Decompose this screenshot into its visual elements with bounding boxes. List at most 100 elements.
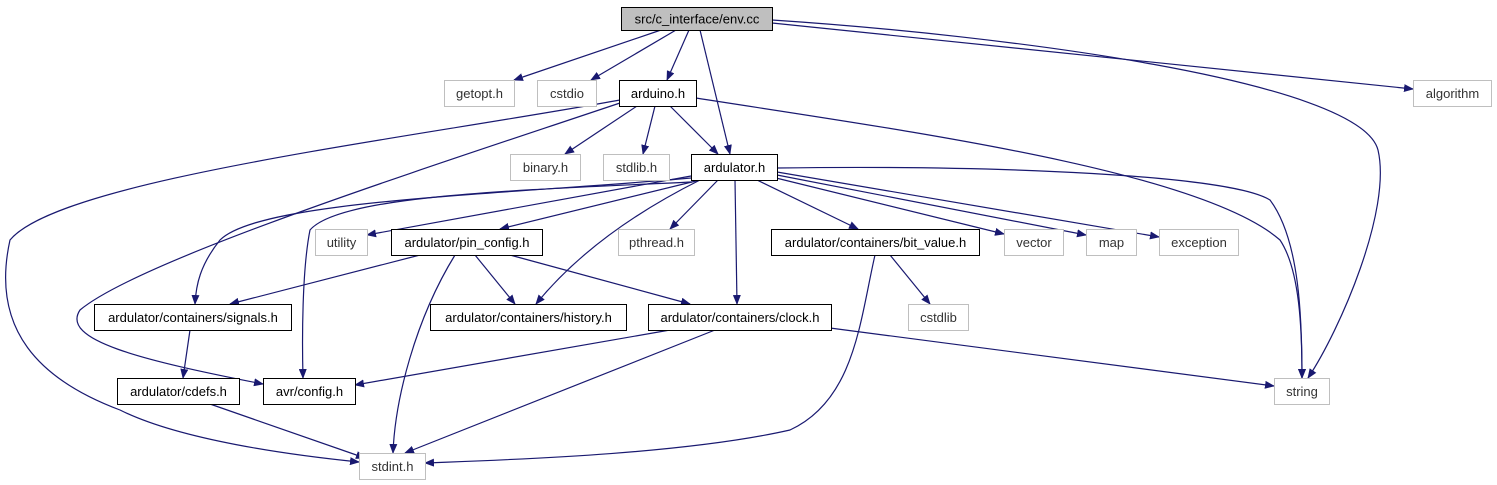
edge-signals-to-cdefs	[180, 329, 191, 379]
edge-arduino-to-string	[695, 97, 1306, 379]
node-history[interactable]: ardulator/containers/history.h	[430, 304, 627, 331]
node-box-cstdio	[537, 80, 597, 107]
node-label-getopt: getopt.h	[456, 86, 503, 101]
edge-ardulator-to-pinconfig	[499, 179, 701, 231]
node-box-utility	[315, 229, 368, 256]
node-label-env: src/c_interface/env.cc	[635, 12, 760, 27]
edge-env-to-string	[771, 19, 1381, 379]
node-stdlib: stdlib.h	[603, 154, 670, 181]
node-cdefs[interactable]: ardulator/cdefs.h	[117, 378, 240, 405]
edge-pinconfig-to-history	[474, 254, 516, 305]
edge-bitvalue-to-stdint	[424, 254, 876, 467]
node-box-env	[621, 7, 773, 31]
node-label-pinconfig: ardulator/pin_config.h	[404, 235, 529, 250]
node-label-map: map	[1099, 235, 1124, 250]
edge-env-to-cstdio	[590, 29, 677, 81]
node-box-pinconfig	[391, 229, 543, 256]
node-ardulator[interactable]: ardulator.h	[691, 154, 778, 181]
node-signals[interactable]: ardulator/containers/signals.h	[94, 304, 292, 331]
node-clock[interactable]: ardulator/containers/clock.h	[648, 304, 832, 331]
edge-ardulator-to-utility	[366, 175, 692, 238]
node-label-arduino: arduino.h	[631, 86, 685, 101]
edge-ardulator-to-bitvalue	[756, 179, 859, 230]
node-label-avrconfig: avr/config.h	[276, 384, 343, 399]
node-box-bitvalue	[771, 229, 980, 256]
edge-ardulator-to-pthread	[669, 179, 719, 230]
node-label-string: string	[1286, 384, 1318, 399]
node-cstdio: cstdio	[537, 80, 597, 107]
edges-layer	[5, 19, 1414, 467]
node-box-cdefs	[117, 378, 240, 405]
node-box-arduino	[619, 80, 697, 107]
node-box-exception	[1159, 229, 1239, 256]
node-box-ardulator	[691, 154, 778, 181]
node-utility: utility	[315, 229, 368, 256]
node-arduino[interactable]: arduino.h	[619, 80, 697, 107]
node-exception: exception	[1159, 229, 1239, 256]
edge-env-to-ardulator	[699, 29, 732, 155]
node-label-ardulator: ardulator.h	[704, 160, 765, 175]
node-label-binary: binary.h	[523, 160, 568, 175]
edge-arduino-to-avrconfig	[76, 102, 621, 387]
node-box-getopt	[444, 80, 515, 107]
edge-arduino-to-binary	[564, 105, 638, 155]
node-box-algorithm	[1413, 80, 1492, 107]
edge-pinconfig-to-signals	[229, 254, 421, 306]
node-label-clock: ardulator/containers/clock.h	[661, 310, 820, 325]
node-label-algorithm: algorithm	[1426, 86, 1479, 101]
node-label-signals: ardulator/containers/signals.h	[108, 310, 278, 325]
node-box-avrconfig	[263, 378, 356, 405]
node-pinconfig[interactable]: ardulator/pin_config.h	[391, 229, 543, 256]
node-label-stdint: stdint.h	[372, 459, 414, 474]
edge-arduino-to-stdint	[5, 99, 621, 466]
node-label-cdefs: ardulator/cdefs.h	[130, 384, 227, 399]
node-label-stdlib: stdlib.h	[616, 160, 657, 175]
node-box-string	[1274, 378, 1330, 405]
edge-arduino-to-ardulator	[669, 105, 719, 155]
node-getopt: getopt.h	[444, 80, 515, 107]
edge-env-to-arduino	[666, 29, 690, 81]
edge-ardulator-to-clock	[732, 179, 741, 305]
edge-clock-to-string	[829, 327, 1275, 389]
node-string: string	[1274, 378, 1330, 405]
edge-env-to-algorithm	[771, 22, 1414, 93]
node-box-vector	[1004, 229, 1064, 256]
edge-ardulator-to-map	[776, 174, 1087, 238]
edge-ardulator-to-exception	[776, 171, 1160, 240]
node-box-map	[1086, 229, 1137, 256]
node-label-pthread: pthread.h	[629, 235, 684, 250]
node-box-binary	[510, 154, 581, 181]
edge-ardulator-to-vector	[771, 176, 1005, 236]
nodes-layer: src/c_interface/env.cc getopt.h cstdio ardu…	[94, 7, 1492, 480]
edge-clock-to-avrconfig	[354, 329, 671, 388]
node-box-pthread	[618, 229, 695, 256]
node-vector: vector	[1004, 229, 1064, 256]
node-env: src/c_interface/env.cc	[621, 7, 773, 31]
node-stdint: stdint.h	[359, 453, 426, 480]
node-pthread: pthread.h	[618, 229, 695, 256]
edge-pinconfig-to-stdint	[389, 254, 456, 454]
node-box-signals	[94, 304, 292, 331]
node-box-clock	[648, 304, 832, 331]
node-avrconfig[interactable]: avr/config.h	[263, 378, 356, 405]
node-label-cstdio: cstdio	[550, 86, 584, 101]
edge-arduino-to-stdlib	[641, 105, 656, 155]
node-box-cstdlib	[908, 304, 969, 331]
node-bitvalue[interactable]: ardulator/containers/bit_value.h	[771, 229, 980, 256]
node-cstdlib: cstdlib	[908, 304, 969, 331]
node-label-utility: utility	[327, 235, 357, 250]
node-box-stdint	[359, 453, 426, 480]
node-label-cstdlib: cstdlib	[920, 310, 957, 325]
node-algorithm: algorithm	[1413, 80, 1492, 107]
node-label-exception: exception	[1171, 235, 1227, 250]
edge-ardulator-to-avrconfig	[298, 181, 693, 379]
edge-ardulator-to-history	[535, 179, 701, 305]
edge-ardulator-to-string	[776, 166, 1306, 379]
edge-clock-to-stdint	[404, 329, 716, 454]
edge-bitvalue-to-cstdlib	[889, 254, 931, 305]
node-label-history: ardulator/containers/history.h	[445, 310, 612, 325]
edge-env-to-getopt	[513, 29, 662, 81]
node-box-stdlib	[603, 154, 670, 181]
node-binary: binary.h	[510, 154, 581, 181]
